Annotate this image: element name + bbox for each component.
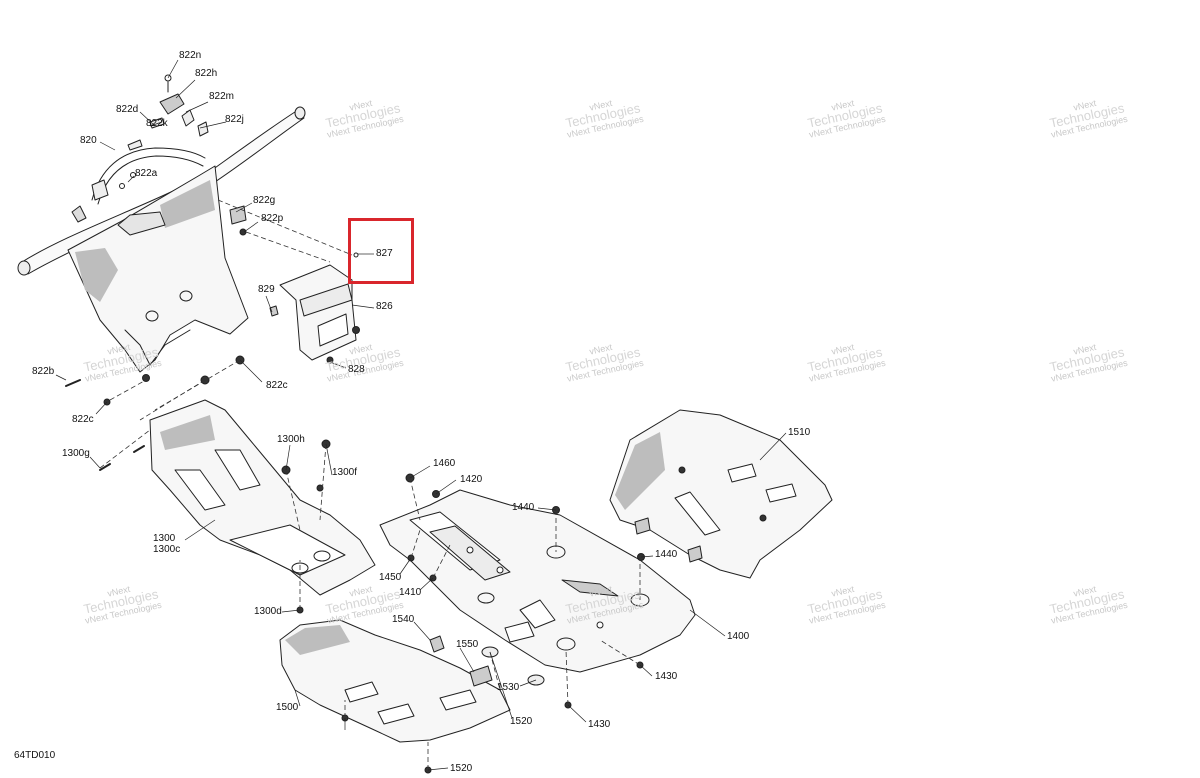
part-label-1510[interactable]: 1510 bbox=[788, 427, 811, 438]
part-label-1450[interactable]: 1450 bbox=[379, 572, 402, 583]
part-label-820[interactable]: 820 bbox=[80, 135, 97, 146]
part-label-1410[interactable]: 1410 bbox=[399, 587, 422, 598]
part-label-822b[interactable]: 822b bbox=[32, 366, 55, 377]
part-label-822m[interactable]: 822m bbox=[209, 91, 235, 102]
part-label-1430[interactable]: 1430 bbox=[588, 719, 611, 730]
skid-bracket bbox=[279, 264, 357, 361]
part-label-822p[interactable]: 822p bbox=[261, 213, 284, 224]
part-label-822c[interactable]: 822c bbox=[72, 414, 94, 425]
front-plate bbox=[67, 165, 249, 373]
part-label-1520[interactable]: 1520 bbox=[510, 716, 533, 727]
part-label-822d[interactable]: 822d bbox=[116, 104, 139, 115]
part-label-1420[interactable]: 1420 bbox=[460, 474, 483, 485]
part-label-1520[interactable]: 1520 bbox=[450, 763, 473, 774]
part-label-1430[interactable]: 1430 bbox=[655, 671, 678, 682]
part-label-822k[interactable]: 822k bbox=[146, 118, 168, 129]
part-label-828[interactable]: 828 bbox=[348, 364, 365, 375]
part-label-1300d[interactable]: 1300d bbox=[254, 606, 282, 617]
part-label-1500[interactable]: 1500 bbox=[276, 702, 299, 713]
part-label-822h[interactable]: 822h bbox=[195, 68, 218, 79]
part-label-1530[interactable]: 1530 bbox=[497, 682, 520, 693]
part-label-1540[interactable]: 1540 bbox=[392, 614, 415, 625]
part-label-829[interactable]: 829 bbox=[258, 284, 275, 295]
part-label-1300[interactable]: 1300 bbox=[153, 533, 176, 544]
part-label-1300h[interactable]: 1300h bbox=[277, 434, 305, 445]
part-label-827[interactable]: 827 bbox=[376, 248, 393, 259]
part-label-822g[interactable]: 822g bbox=[253, 195, 276, 206]
part-label-826[interactable]: 826 bbox=[376, 301, 393, 312]
part-label-1300g[interactable]: 1300g bbox=[62, 448, 90, 459]
part-label-1440[interactable]: 1440 bbox=[512, 502, 535, 513]
skid-plate-1510 bbox=[609, 409, 833, 579]
part-label-1300c[interactable]: 1300c bbox=[153, 544, 181, 555]
part-label-822a[interactable]: 822a bbox=[135, 168, 158, 179]
part-label-822n[interactable]: 822n bbox=[179, 50, 202, 61]
part-label-1300f[interactable]: 1300f bbox=[332, 467, 358, 478]
drawing-code: 64TD010 bbox=[14, 750, 56, 761]
part-label-1400[interactable]: 1400 bbox=[727, 631, 750, 642]
part-label-822c[interactable]: 822c bbox=[266, 380, 288, 391]
skid-plate-1500 bbox=[279, 619, 511, 743]
part-label-1440[interactable]: 1440 bbox=[655, 549, 678, 560]
highlight-box-part-827 bbox=[348, 218, 414, 284]
part-label-1460[interactable]: 1460 bbox=[433, 458, 456, 469]
part-label-822j[interactable]: 822j bbox=[225, 114, 244, 125]
part-label-1550[interactable]: 1550 bbox=[456, 639, 479, 650]
